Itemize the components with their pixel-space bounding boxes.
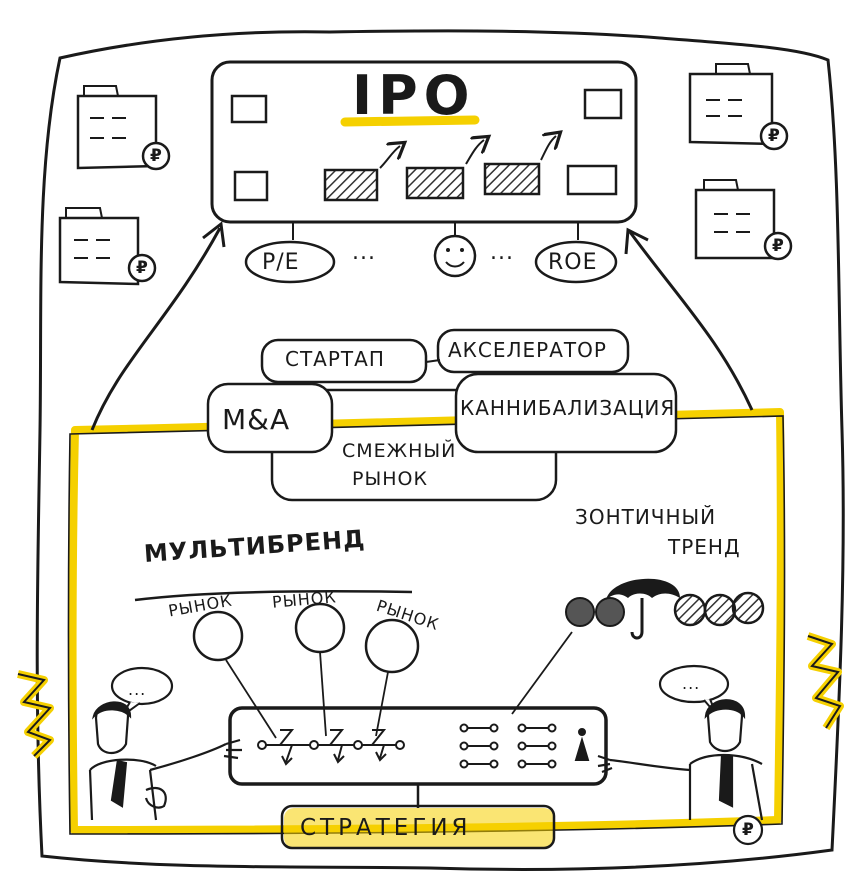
ruble-icon: ₽ [150, 146, 162, 166]
metric-ellipsis: ... [490, 240, 514, 265]
outer-frame [35, 29, 845, 871]
umbrella-trend-label-line2: ТРЕНД [668, 535, 741, 559]
ipo-board [210, 60, 638, 224]
strategy-label: СТРАТЕГИЯ [300, 815, 472, 841]
ruble-icon: ₽ [772, 236, 784, 256]
panel-switches-right [459, 723, 590, 769]
cannibalization-box [454, 372, 678, 454]
umbrella-icon [606, 578, 680, 640]
panel-switches-left [257, 729, 405, 766]
businessman-right [597, 699, 764, 846]
arrow-left-to-ipo [90, 227, 222, 431]
strategy-box [280, 804, 556, 850]
folder-icon [76, 85, 171, 171]
metric-ellipsis: ... [352, 240, 376, 265]
ipo-title: IPO [352, 64, 476, 127]
market-circle [294, 602, 346, 654]
ma-label: M&A [222, 403, 291, 436]
smiley-icon [433, 234, 477, 278]
roe-metric-oval [534, 240, 618, 284]
folder-icon [688, 63, 789, 151]
pe-metric-oval [244, 240, 336, 284]
speech-text-left: ... [128, 680, 147, 699]
ruble-icon: ₽ [768, 126, 780, 146]
ruble-icon: ₽ [136, 258, 148, 278]
folder-icon [58, 207, 157, 286]
accelerator-label: АКСЕЛЕРАТОР [448, 338, 607, 362]
growth-block-1 [323, 168, 379, 202]
speech-text-right: ... [682, 674, 701, 693]
umbrella-trend-label-line1: ЗОНТИЧНЫЙ [575, 505, 717, 529]
accelerator-box [436, 328, 630, 374]
growth-block-3 [483, 162, 541, 196]
arrow-right-to-ipo [628, 231, 754, 411]
ruble-icon: ₽ [742, 820, 754, 840]
ma-box [206, 382, 334, 454]
ipo-title-highlight [340, 115, 480, 127]
folder-icon [694, 179, 793, 261]
startup-label: СТАРТАП [285, 347, 385, 371]
market-circle [192, 610, 244, 662]
market-circle [364, 618, 420, 674]
roe-metric-label: ROE [548, 250, 598, 275]
adjacent-market-label-line2: РЫНОК [352, 468, 428, 490]
speech-bubble-left [110, 666, 174, 706]
businessman-left [88, 701, 242, 821]
adjacent-market-label-line1: СМЕЖНЫЙ [342, 440, 457, 462]
cannibalization-label: КАННИБАЛИЗАЦИЯ [460, 396, 676, 420]
pe-metric-label: P/E [262, 250, 300, 275]
growth-block-2 [405, 166, 465, 200]
speech-bubble-right [658, 664, 730, 704]
